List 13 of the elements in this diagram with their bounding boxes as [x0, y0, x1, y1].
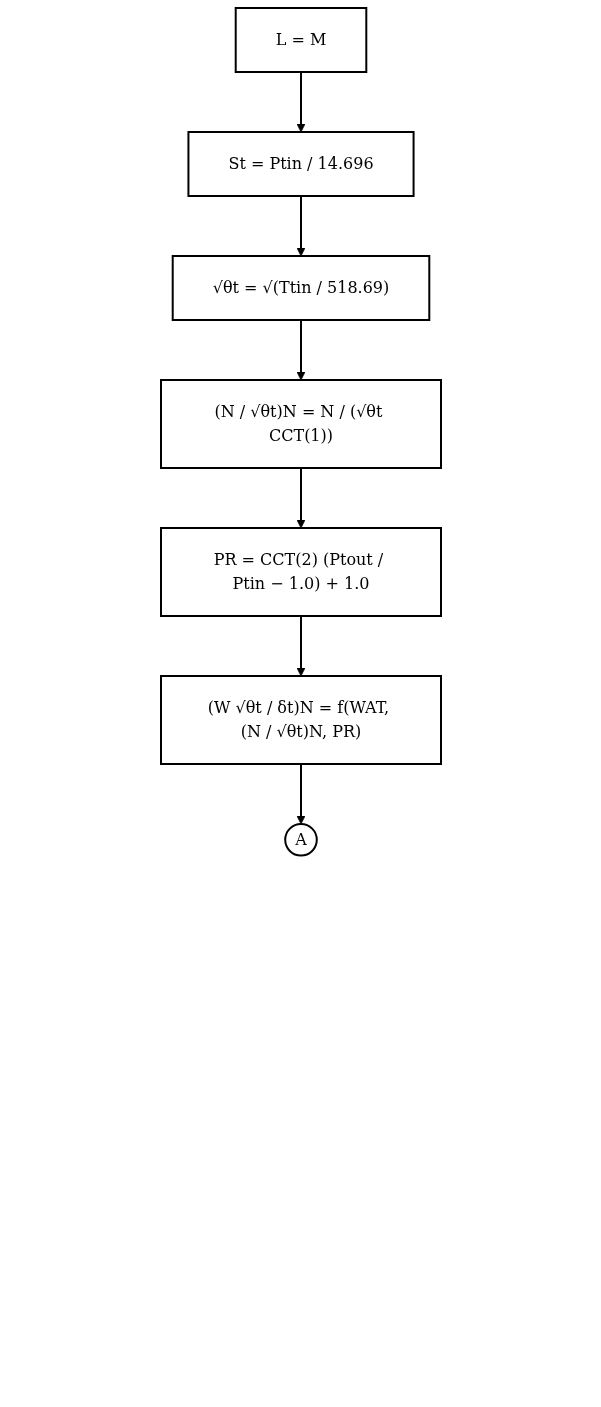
arrow	[296, 467, 305, 529]
node-box: St = Ptin / 14.696	[186, 131, 415, 197]
node-box: √θt = √(Ttin / 518.69)	[171, 255, 430, 321]
node-box: (W √θt / δt)N = f(WAT, (N / √θt)N, PR)	[159, 675, 442, 765]
arrow	[296, 319, 305, 381]
node-box: PR = CCT(2) (Ptout / Ptin − 1.0) + 1.0	[159, 527, 442, 617]
node-circle: A	[283, 823, 318, 857]
arrow	[296, 615, 305, 677]
node-box: L = M	[234, 7, 367, 73]
arrow	[296, 763, 305, 825]
node-box: (N / √θt)N = N / (√θt CCT(1))	[159, 379, 442, 469]
arrow	[296, 195, 305, 257]
arrow	[296, 71, 305, 133]
